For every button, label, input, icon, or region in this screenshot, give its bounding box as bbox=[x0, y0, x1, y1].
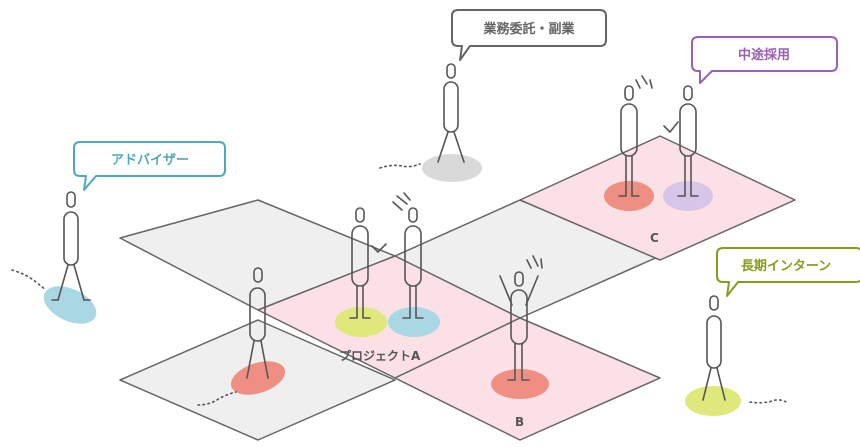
bubble-midcareer: 中途採用 bbox=[691, 36, 838, 84]
spot-a-blue bbox=[388, 307, 440, 337]
trail-intern bbox=[749, 399, 789, 404]
figures bbox=[51, 63, 726, 401]
motion-trails bbox=[11, 163, 789, 406]
spot-advisor bbox=[43, 286, 97, 324]
raised-arms-b bbox=[499, 275, 539, 306]
spot-c-red bbox=[604, 181, 654, 211]
figure-advisor bbox=[51, 191, 91, 301]
exclaim-lines-b bbox=[526, 255, 543, 269]
label-freelance: 業務委託・副業 bbox=[482, 21, 575, 37]
spot-intern bbox=[685, 386, 741, 416]
tile-label-c: C bbox=[650, 231, 659, 245]
label-advisor: アドバイザー bbox=[111, 153, 189, 168]
spot-bottom-left bbox=[230, 361, 286, 395]
figure-freelance bbox=[437, 63, 465, 163]
figure-b bbox=[499, 255, 543, 381]
tile-label-project-a: プロジェクトA bbox=[339, 348, 421, 363]
bubble-freelance: 業務委託・副業 bbox=[451, 9, 607, 61]
bubble-advisor: アドバイザー bbox=[73, 141, 226, 191]
label-intern: 長期インターン bbox=[741, 259, 831, 274]
figure-intern bbox=[702, 295, 726, 401]
spot-c-purple bbox=[663, 181, 713, 211]
tile-label-b: B bbox=[515, 415, 524, 429]
spot-a-lime bbox=[335, 307, 387, 337]
spot-b bbox=[491, 369, 549, 399]
trail-freelance bbox=[379, 163, 421, 169]
bubble-intern: 長期インターン bbox=[716, 247, 860, 297]
trail-bottom-left bbox=[197, 391, 237, 406]
figure-project-a-left bbox=[349, 207, 387, 319]
figure-c-left bbox=[618, 75, 653, 197]
figure-project-a-right bbox=[392, 192, 424, 319]
speech-tick-c bbox=[663, 121, 679, 133]
exclaim-lines-c bbox=[635, 75, 653, 89]
trail-advisor bbox=[11, 269, 47, 291]
figure-c-right bbox=[663, 85, 699, 197]
figure-bottom-left bbox=[246, 267, 269, 379]
speech-tick-a bbox=[371, 243, 387, 253]
spot-freelance bbox=[422, 154, 482, 182]
label-midcareer: 中途採用 bbox=[738, 47, 790, 63]
exclaim-lines-a bbox=[392, 192, 411, 211]
tile-c bbox=[519, 135, 796, 261]
